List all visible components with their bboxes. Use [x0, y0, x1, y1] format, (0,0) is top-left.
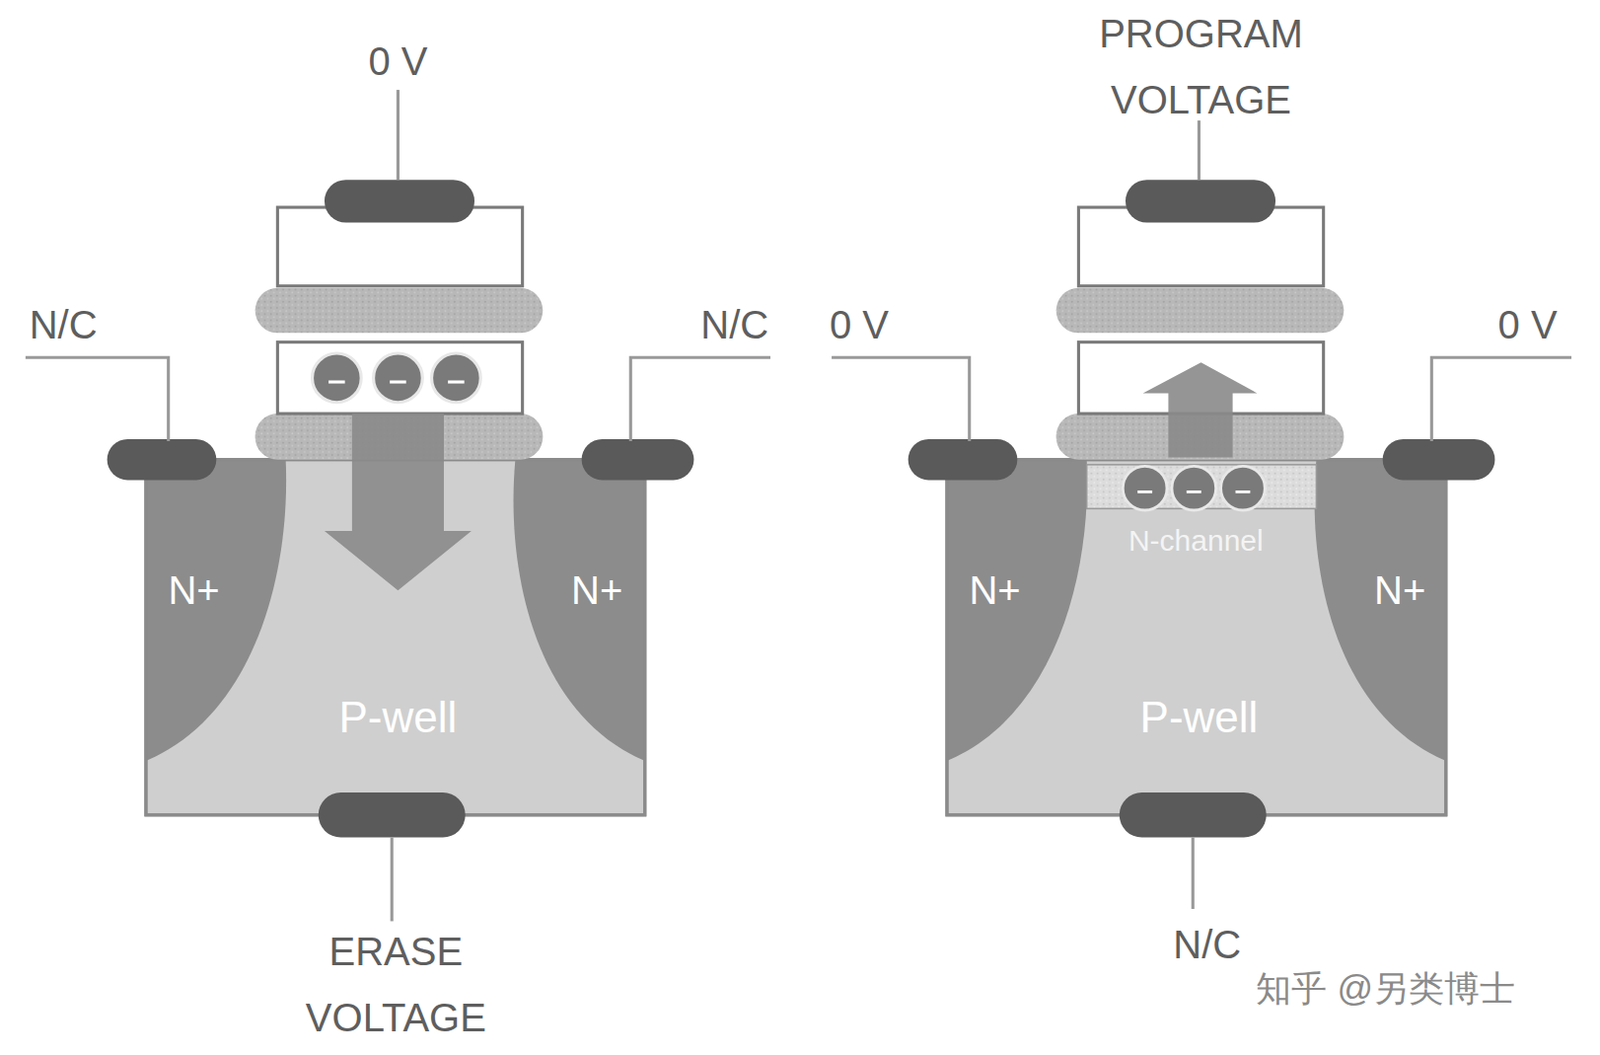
- program-cell: [908, 179, 1496, 837]
- terminal-label: PROGRAM VOLTAGE: [1068, 0, 1334, 134]
- p-well: P-well N+ N+: [145, 458, 646, 814]
- electron: [1221, 465, 1266, 510]
- gate-wire: [1197, 120, 1201, 180]
- n-plus-source: N+: [145, 458, 279, 760]
- electron: [373, 353, 424, 403]
- erase-arrow: [324, 413, 472, 590]
- region-label: N+: [167, 567, 219, 612]
- watermark: 知乎 @另类博士: [1255, 954, 1516, 1021]
- program-arrow: [1143, 362, 1258, 457]
- source-wire: [831, 357, 970, 441]
- region-label: N-channel: [1128, 523, 1264, 558]
- n-plus-source: N+: [946, 458, 1080, 760]
- source-wire: [25, 357, 169, 441]
- gate-wire: [396, 89, 400, 180]
- drain-wire: [1431, 357, 1572, 441]
- n-channel: N-channel: [1087, 464, 1317, 509]
- terminal-label: 0 V: [1498, 290, 1558, 358]
- region-label: P-well: [339, 692, 458, 742]
- terminal-label: 0 V: [829, 290, 889, 358]
- wires: [831, 120, 1572, 909]
- well-wire: [390, 837, 394, 922]
- electron: [1122, 465, 1167, 510]
- drain-wire: [630, 357, 771, 441]
- region-label: P-well: [1140, 692, 1259, 742]
- electron: [432, 353, 482, 403]
- terminal-label: ERASE VOLTAGE: [273, 918, 518, 1051]
- region-label: N+: [1374, 567, 1426, 612]
- terminal-label: 0 V: [367, 28, 428, 95]
- region-label: N+: [968, 567, 1020, 612]
- program-cell-body: [908, 179, 1496, 837]
- well-wire: [1191, 837, 1195, 909]
- electron: [312, 353, 363, 403]
- region-label: N+: [571, 567, 623, 612]
- p-well: P-well N+ N+ N-channel: [946, 458, 1448, 814]
- n-plus-drain: N+: [514, 458, 645, 760]
- erase-cell: [107, 179, 695, 837]
- n-plus-drain: N+: [1315, 458, 1447, 760]
- electron: [1171, 465, 1217, 510]
- wires: [25, 89, 771, 921]
- terminal-label: N/C: [1172, 910, 1241, 977]
- terminal-label: N/C: [29, 290, 98, 358]
- terminal-label: N/C: [700, 290, 769, 358]
